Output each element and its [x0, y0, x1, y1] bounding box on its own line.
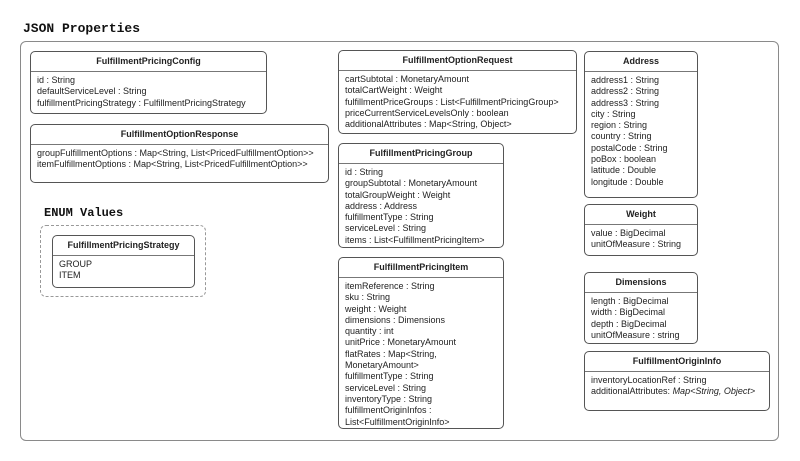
attribute-line: quantity : int [345, 326, 394, 337]
class-name: FulfillmentPricingConfig [31, 52, 266, 72]
class-name: FulfillmentOriginInfo [585, 352, 769, 372]
attribute-line: GROUP [59, 259, 93, 269]
enum-values-frame [40, 225, 206, 297]
attribute-line: cartSubtotal : MonetaryAmount [345, 74, 470, 84]
json-properties-frame [20, 41, 779, 441]
attribute-line: unitOfMeasure : string [591, 329, 680, 340]
attribute-line: totalGroupWeight : Weight [345, 189, 451, 200]
attribute-line: id : String [345, 167, 384, 177]
attribute-line: defaultServiceLevel : String [37, 86, 147, 97]
attribute-label: additionalAttributes: [591, 386, 673, 397]
attribute-line: fulfillmentPriceGroups : List<Fulfillmen… [345, 96, 559, 107]
class-name: Dimensions [585, 273, 697, 293]
attribute-line: inventoryLocationRef : String [591, 375, 707, 385]
attribute-line: ITEM [59, 270, 81, 281]
attribute-type: Map<String, Object> [672, 386, 756, 397]
attribute-line: weight : Weight [345, 303, 407, 314]
attribute-line: itemReference : String [345, 281, 435, 291]
attribute-line: additionalAttributes: Map<String, Object… [591, 386, 769, 397]
attribute-line: address : Address [345, 200, 418, 211]
attribute-line: serviceLevel : String [345, 223, 427, 234]
class-name: FulfillmentOptionRequest [339, 51, 576, 71]
class-name: Weight [585, 205, 697, 225]
attribute-line: dimensions : Dimensions [345, 314, 446, 325]
enum-values-title: ENUM Values [44, 206, 124, 220]
attribute-line: region : String [591, 120, 648, 131]
attribute-line: country : String [591, 131, 652, 142]
attribute-line: value : BigDecimal [591, 228, 666, 238]
class-attributes: groupFulfillmentOptions : Map<String, Li… [31, 145, 328, 171]
fulfillment-option-response-class-box: FulfillmentOptionResponse groupFulfillmen… [30, 124, 329, 183]
attribute-line: unitPrice : MonetaryAmount [345, 337, 457, 348]
class-name: FulfillmentOptionResponse [31, 125, 328, 145]
attribute-line: depth : BigDecimal [591, 318, 667, 329]
attribute-line: fulfillmentOriginInfos : [345, 405, 432, 416]
attribute-line: groupSubtotal : MonetaryAmount [345, 178, 478, 189]
attribute-line: address3 : String [591, 97, 660, 108]
class-name: Address [585, 52, 697, 72]
attribute-line: flatRates : Map<String, [345, 348, 437, 359]
attribute-line: inventoryType : String [345, 393, 433, 404]
attribute-line: List<FulfillmentOriginInfo> [345, 416, 450, 427]
attribute-line: items : List<FulfillmentPricingItem> [345, 234, 485, 245]
attribute-line: sku : String [345, 292, 391, 303]
attribute-line: groupFulfillmentOptions : Map<String, Li… [37, 148, 314, 158]
attribute-line: longitude : Double [591, 176, 664, 187]
attribute-line: MonetaryAmount> [345, 360, 419, 371]
attribute-line: additionalAttributes : Map<String, Objec… [345, 119, 512, 130]
class-name: FulfillmentPricingItem [339, 258, 503, 278]
attribute-line: length : BigDecimal [591, 296, 669, 306]
attribute-line: address2 : String [591, 86, 660, 97]
attribute-line: id : String [37, 75, 76, 85]
attribute-line: unitOfMeasure : String [591, 239, 682, 250]
attribute-line: address1 : String [591, 75, 660, 85]
attribute-line: fulfillmentType : String [345, 371, 434, 382]
attribute-line: latitude : Double [591, 165, 657, 176]
attribute-line: poBox : boolean [591, 154, 657, 165]
class-name: FulfillmentPricingGroup [339, 144, 503, 164]
attribute-line: priceCurrentServiceLevelsOnly : boolean [345, 107, 509, 118]
attribute-line: totalCartWeight : Weight [345, 85, 443, 96]
attribute-line: width : BigDecimal [591, 307, 666, 318]
class-name: FulfillmentPricingStrategy [53, 236, 194, 256]
attribute-line: fulfillmentType : String [345, 212, 434, 223]
attribute-line: city : String [591, 108, 636, 119]
page-title: JSON Properties [23, 21, 141, 36]
attribute-line: postalCode : String [591, 142, 668, 153]
attribute-line: serviceLevel : String [345, 382, 427, 393]
attribute-line: fulfillmentPricingStrategy : Fulfillment… [37, 97, 246, 108]
attribute-line: itemFulfillmentOptions : Map<String, Lis… [37, 159, 308, 170]
